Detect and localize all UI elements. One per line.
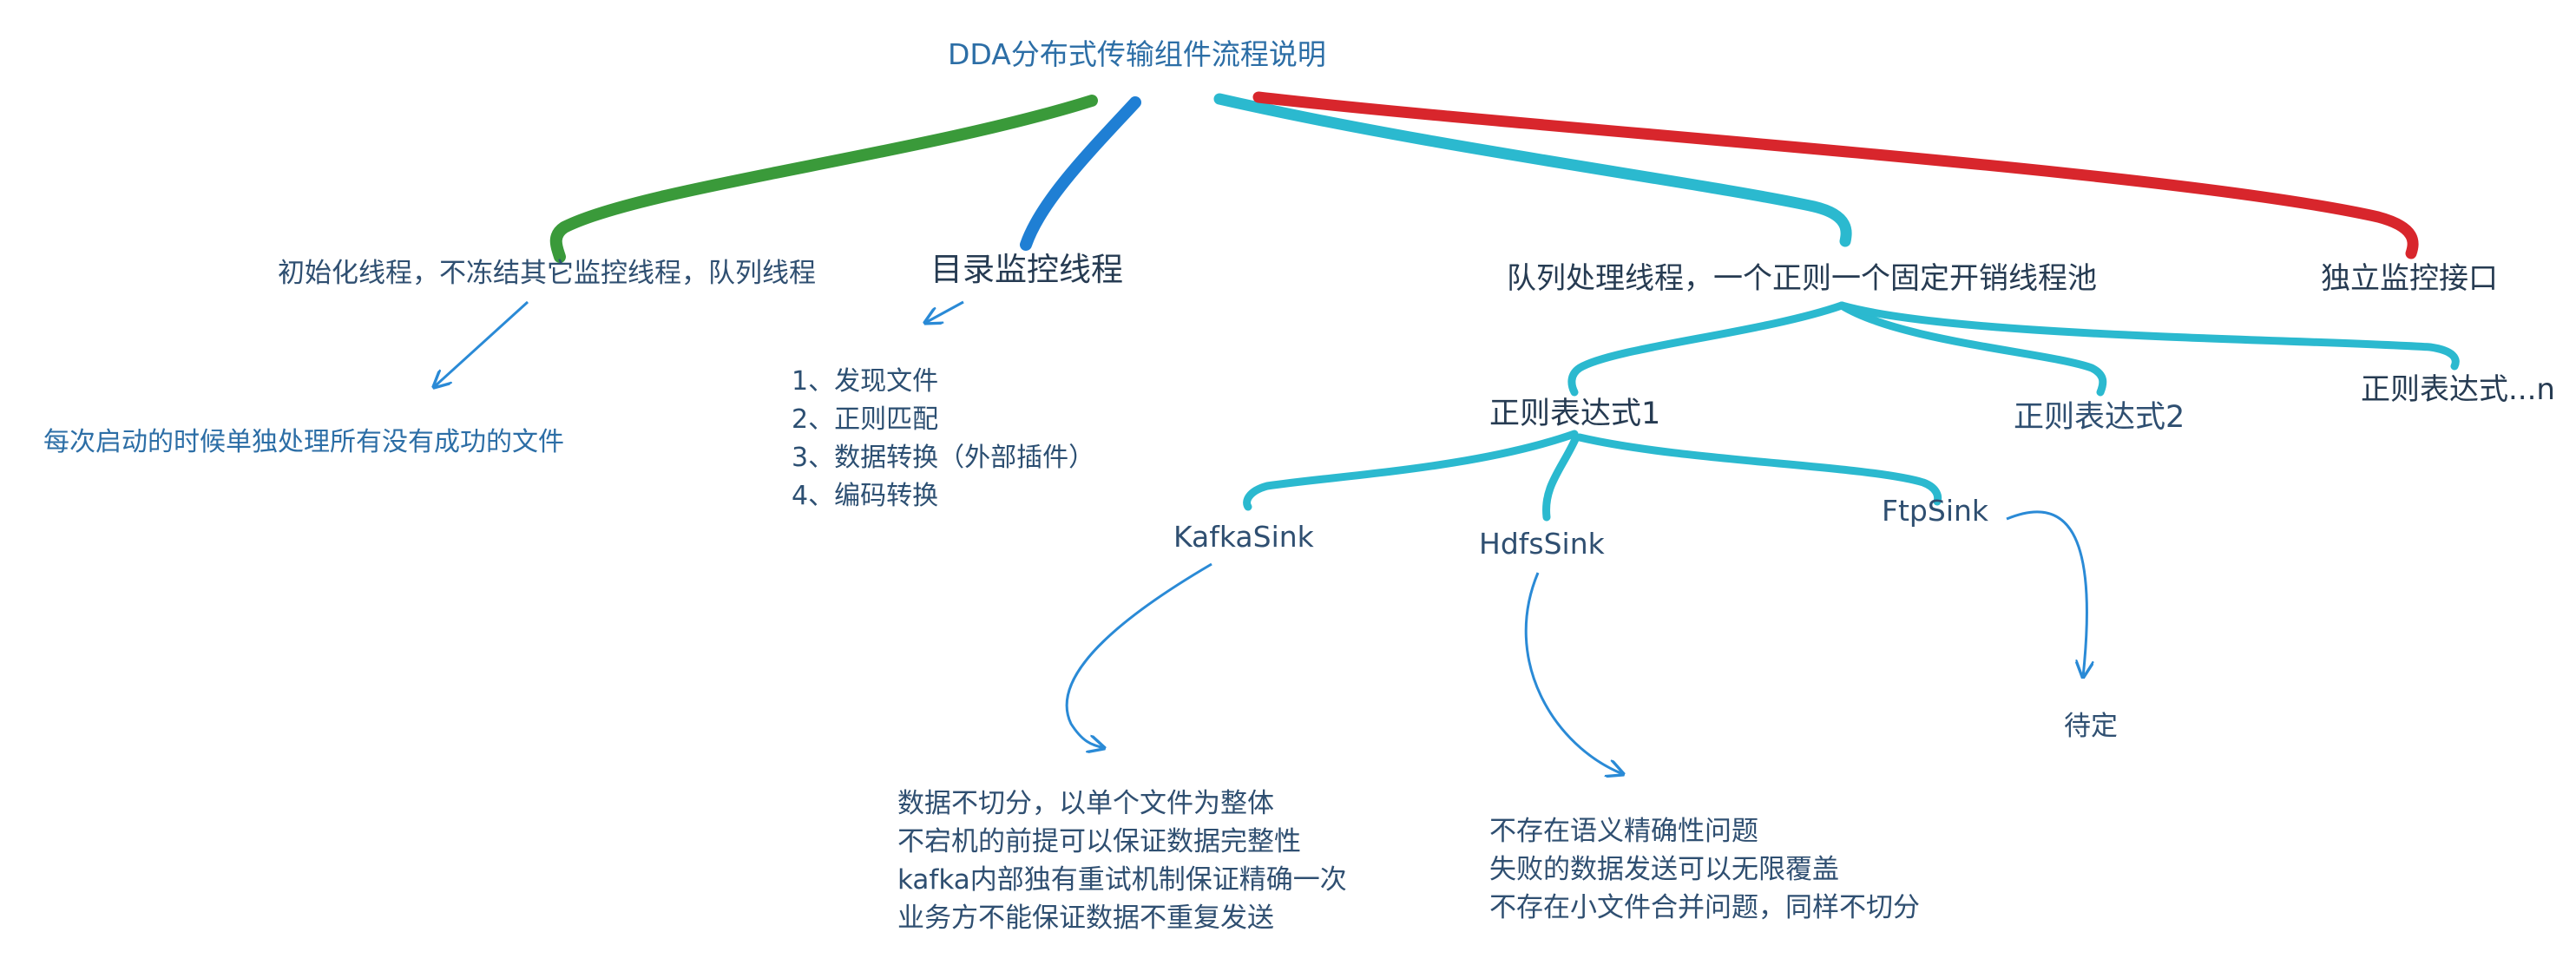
- kafka-note-line: kafka内部独有重试机制保证精确一次: [897, 864, 1347, 896]
- node-regex-1: 正则表达式1: [1489, 397, 1661, 431]
- edge-dir-branch: [1020, 96, 1141, 251]
- arrow-init-note: [434, 300, 529, 387]
- node-regex-n: 正则表达式...n: [2361, 372, 2555, 407]
- node-monitor-interface: 独立监控接口: [2321, 261, 2498, 296]
- edge-init-branch: [549, 95, 1098, 263]
- kafka-note-line: 不宕机的前提可以保证数据完整性: [897, 826, 1301, 857]
- node-regex-2: 正则表达式2: [2014, 400, 2185, 435]
- edge-regex-1: [1567, 301, 1846, 397]
- dir-step: 3、数据转换（外部插件）: [792, 443, 1095, 473]
- note-init-thread: 每次启动的时候单独处理所有没有成功的文件: [43, 427, 564, 457]
- note-ftp-sink: 待定: [2064, 711, 2118, 742]
- dir-step: 2、正则匹配: [792, 404, 939, 435]
- arrow-ftp-note: [2006, 510, 2086, 677]
- node-dir-monitor-thread: 目录监控线程: [930, 251, 1123, 288]
- edge-regex-n: [1837, 301, 2460, 371]
- arrow-dir-steps: [925, 300, 964, 323]
- dir-steps-list: 1、发现文件 2、正则匹配 3、数据转换（外部插件） 4、编码转换: [792, 363, 1094, 515]
- dir-step: 4、编码转换: [792, 481, 939, 511]
- node-init-thread: 初始化线程，不冻结其它监控线程，队列线程: [278, 258, 816, 289]
- kafka-notes: 数据不切分，以单个文件为整体 不宕机的前提可以保证数据完整性 kafka内部独有…: [897, 784, 1347, 937]
- node-hdfs-sink: HdfsSink: [1479, 527, 1605, 561]
- edge-queue-branch: [1213, 93, 1852, 247]
- node-kafka-sink: KafkaSink: [1173, 520, 1314, 554]
- kafka-note-line: 业务方不能保证数据不重复发送: [897, 903, 1274, 934]
- kafka-note-line: 数据不切分，以单个文件为整体: [897, 788, 1274, 819]
- node-queue-thread: 队列处理线程，一个正则一个固定开销线程池: [1507, 261, 2097, 296]
- hdfs-note-line: 不存在语义精确性问题: [1489, 816, 1758, 847]
- edge-regex-2: [1837, 301, 2107, 397]
- diagram-title: DDA分布式传输组件流程说明: [948, 37, 1326, 71]
- edge-iface-branch: [1252, 91, 2419, 259]
- edge-sink-hdfs: [1542, 433, 1580, 522]
- hdfs-notes: 不存在语义精确性问题 失败的数据发送可以无限覆盖 不存在小文件合并问题，同样不切…: [1489, 812, 1920, 927]
- hdfs-note-line: 不存在小文件合并问题，同样不切分: [1489, 892, 1920, 923]
- arrow-kafka-notes: [1065, 562, 1212, 748]
- node-ftp-sink: FtpSink: [1882, 494, 1989, 528]
- edge-sink-kafka: [1243, 430, 1579, 511]
- arrow-hdfs-notes: [1524, 572, 1623, 774]
- dir-step: 1、发现文件: [792, 366, 939, 397]
- hdfs-note-line: 失败的数据发送可以无限覆盖: [1489, 854, 1839, 885]
- edge-sink-ftp: [1575, 433, 1942, 506]
